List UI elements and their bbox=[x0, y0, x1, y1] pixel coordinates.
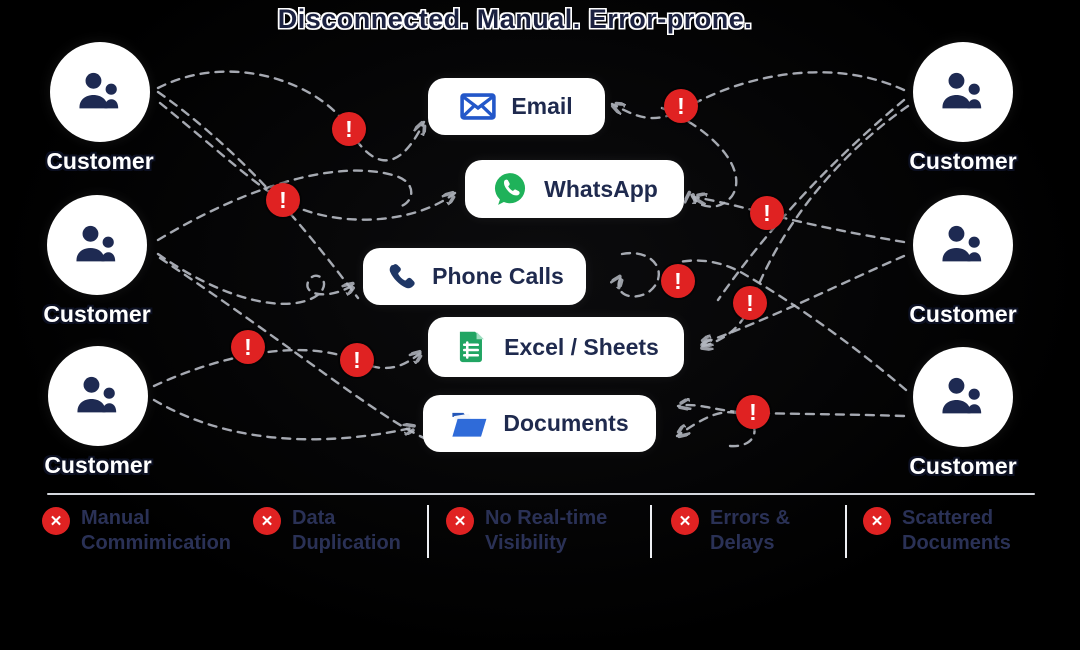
channel-label: Documents bbox=[503, 410, 629, 436]
folder-icon bbox=[450, 408, 488, 440]
problem-line1: Scattered bbox=[902, 507, 994, 529]
problem-item-scattered-documents: ✕ Scattered Documents bbox=[863, 506, 1011, 556]
channel-label: WhatsApp bbox=[544, 175, 658, 202]
people-icon bbox=[942, 377, 982, 414]
problem-label: Errors & Delays bbox=[710, 506, 790, 556]
whatsapp-icon bbox=[491, 170, 529, 208]
problem-label: No Real-time Visibility bbox=[485, 506, 607, 556]
warning-icon: ! bbox=[750, 196, 784, 230]
channel-label: Phone Calls bbox=[432, 263, 564, 289]
people-icon bbox=[76, 225, 116, 262]
email-icon bbox=[460, 93, 497, 120]
customer-node-right-3: Customer bbox=[898, 347, 1028, 480]
problem-line2: Commimication bbox=[81, 532, 232, 554]
problem-line1: Data bbox=[292, 507, 336, 529]
customer-node-left-1: Customer bbox=[35, 42, 165, 175]
customer-label: Customer bbox=[909, 301, 1017, 327]
warning-icon: ! bbox=[266, 183, 300, 217]
problem-line2: Documents bbox=[902, 532, 1011, 554]
arrow-path bbox=[158, 256, 426, 440]
channel-phone-calls: Phone Calls bbox=[363, 248, 586, 305]
problem-line2: Duplication bbox=[292, 532, 401, 554]
channel-label: Excel / Sheets bbox=[504, 333, 659, 360]
vertical-divider bbox=[845, 505, 847, 558]
arrow-path bbox=[156, 169, 413, 242]
customer-node-left-2: Customer bbox=[32, 195, 162, 328]
customer-label: Customer bbox=[44, 452, 152, 478]
channel-label: Email bbox=[511, 93, 573, 119]
problem-label: Manual Commimication bbox=[81, 506, 231, 556]
customer-avatar bbox=[913, 195, 1013, 295]
vertical-divider bbox=[427, 505, 429, 558]
warning-icon: ! bbox=[332, 112, 366, 146]
arrow-path bbox=[156, 70, 424, 162]
customer-label: Customer bbox=[909, 148, 1017, 174]
people-icon bbox=[942, 225, 982, 262]
arrow-path bbox=[612, 71, 906, 120]
customer-node-right-2: Customer bbox=[898, 195, 1028, 328]
warning-icon: ! bbox=[661, 264, 695, 298]
problem-line1: Errors & bbox=[710, 507, 791, 529]
x-icon: ✕ bbox=[863, 507, 891, 535]
problem-line2: Visibility bbox=[485, 532, 567, 554]
customer-node-right-1: Customer bbox=[898, 42, 1028, 175]
people-icon bbox=[942, 72, 982, 109]
x-icon: ✕ bbox=[446, 507, 474, 535]
x-icon: ✕ bbox=[42, 507, 70, 535]
arrow-path bbox=[660, 106, 738, 208]
spreadsheet-icon bbox=[453, 329, 489, 365]
arrow-path bbox=[156, 90, 360, 300]
problem-label: Scattered Documents bbox=[902, 506, 1011, 556]
problem-line1: No Real-time bbox=[485, 507, 608, 529]
people-icon bbox=[77, 376, 117, 413]
arrow-path bbox=[619, 251, 661, 298]
arrow-path bbox=[152, 350, 422, 388]
arrow-path bbox=[152, 398, 416, 439]
warning-icon: ! bbox=[664, 89, 698, 123]
problem-item-errors-delays: ✕ Errors & Delays bbox=[671, 506, 790, 556]
arrow-path bbox=[156, 252, 355, 306]
customer-avatar bbox=[48, 346, 148, 446]
arrow-path bbox=[678, 259, 908, 392]
problem-line1: Manual bbox=[81, 507, 150, 529]
x-icon: ✕ bbox=[253, 507, 281, 535]
arrow-path bbox=[158, 101, 455, 221]
customer-avatar bbox=[913, 42, 1013, 142]
arrow-path bbox=[700, 254, 906, 344]
people-icon bbox=[79, 72, 119, 109]
problem-item-no-realtime-visibility: ✕ No Real-time Visibility bbox=[446, 506, 607, 556]
arrow-path bbox=[694, 197, 906, 244]
customer-avatar bbox=[47, 195, 147, 295]
arrow-path bbox=[716, 98, 906, 302]
arrow-path bbox=[700, 104, 910, 347]
customer-avatar bbox=[913, 347, 1013, 447]
warning-icon: ! bbox=[733, 286, 767, 320]
channel-documents: Documents bbox=[423, 395, 656, 452]
channel-excel-sheets: Excel / Sheets bbox=[428, 317, 684, 377]
warning-icon: ! bbox=[736, 395, 770, 429]
warning-icon: ! bbox=[340, 343, 374, 377]
x-icon: ✕ bbox=[671, 507, 699, 535]
customer-label: Customer bbox=[46, 148, 154, 174]
channel-whatsapp: WhatsApp bbox=[465, 160, 684, 218]
problem-item-data-duplication: ✕ Data Duplication bbox=[253, 506, 401, 556]
problem-label: Data Duplication bbox=[292, 506, 401, 556]
customer-label: Customer bbox=[909, 453, 1017, 479]
arrow-path bbox=[678, 405, 906, 416]
phone-icon bbox=[385, 261, 417, 293]
divider-line bbox=[47, 493, 1035, 495]
problem-line2: Delays bbox=[710, 532, 775, 554]
customer-label: Customer bbox=[43, 301, 151, 327]
channel-email: Email bbox=[428, 78, 605, 135]
vertical-divider bbox=[650, 505, 652, 558]
page-title: Disconnected. Manual. Error-prone. bbox=[277, 4, 753, 34]
warning-icon: ! bbox=[231, 330, 265, 364]
problem-item-manual-communication: ✕ Manual Commimication bbox=[42, 506, 231, 556]
customer-node-left-3: Customer bbox=[33, 346, 163, 479]
customer-avatar bbox=[50, 42, 150, 142]
